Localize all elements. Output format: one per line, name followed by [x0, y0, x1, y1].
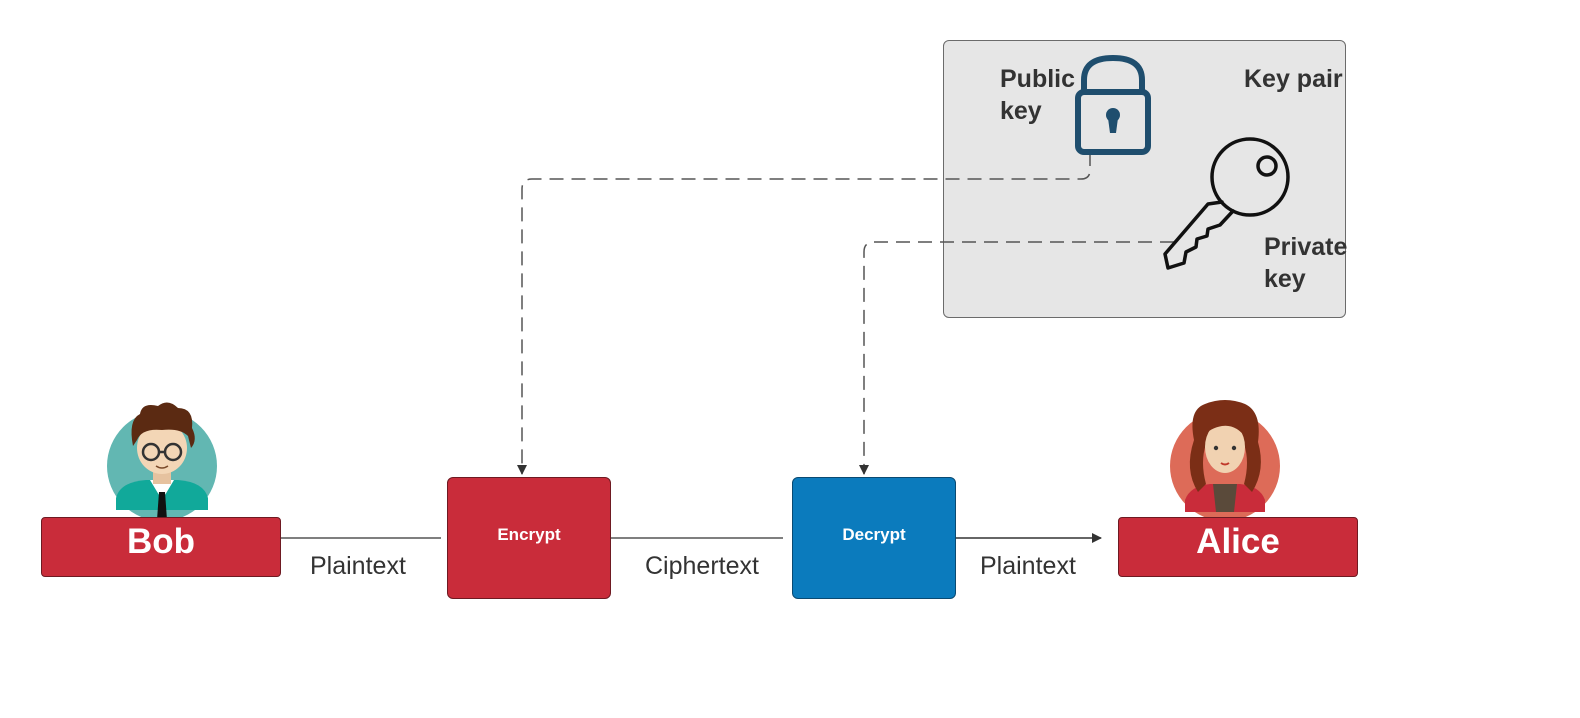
plaintext-in-label: Plaintext: [310, 552, 406, 580]
public-key-label: Public key: [1000, 65, 1076, 125]
encrypt-label: Encrypt: [497, 525, 561, 544]
ciphertext-label: Ciphertext: [645, 552, 759, 580]
alice-bar: Alice: [1118, 517, 1358, 577]
decrypt-box: Decrypt: [792, 477, 956, 599]
alice-avatar: [1170, 400, 1280, 521]
key-icon: [1163, 137, 1290, 270]
private-key-label: Private key: [1264, 233, 1348, 293]
alice-name: Alice: [1196, 522, 1280, 561]
private-key-connector: [859, 241, 1174, 475]
encrypt-box: Encrypt: [447, 477, 611, 599]
bob-name: Bob: [126, 522, 196, 561]
lock-icon: [1075, 54, 1151, 155]
bob-avatar: [107, 402, 217, 521]
decrypt-label: Decrypt: [842, 525, 906, 544]
bob-bar: Bob: [41, 517, 281, 577]
plaintext-out-label: Plaintext: [980, 552, 1076, 580]
public-key-connector: [517, 152, 1091, 475]
keypair-title: Key pair: [1244, 65, 1343, 93]
